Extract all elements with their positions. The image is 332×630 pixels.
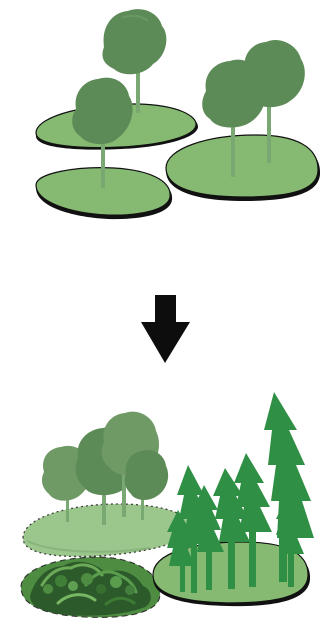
down-arrow-icon bbox=[141, 295, 190, 363]
before-patch-right bbox=[166, 135, 318, 197]
before-panel bbox=[36, 9, 320, 219]
after-patch-left-upper-fill bbox=[23, 504, 190, 556]
after-panel bbox=[21, 392, 314, 617]
after-patch-left-upper bbox=[23, 504, 190, 556]
